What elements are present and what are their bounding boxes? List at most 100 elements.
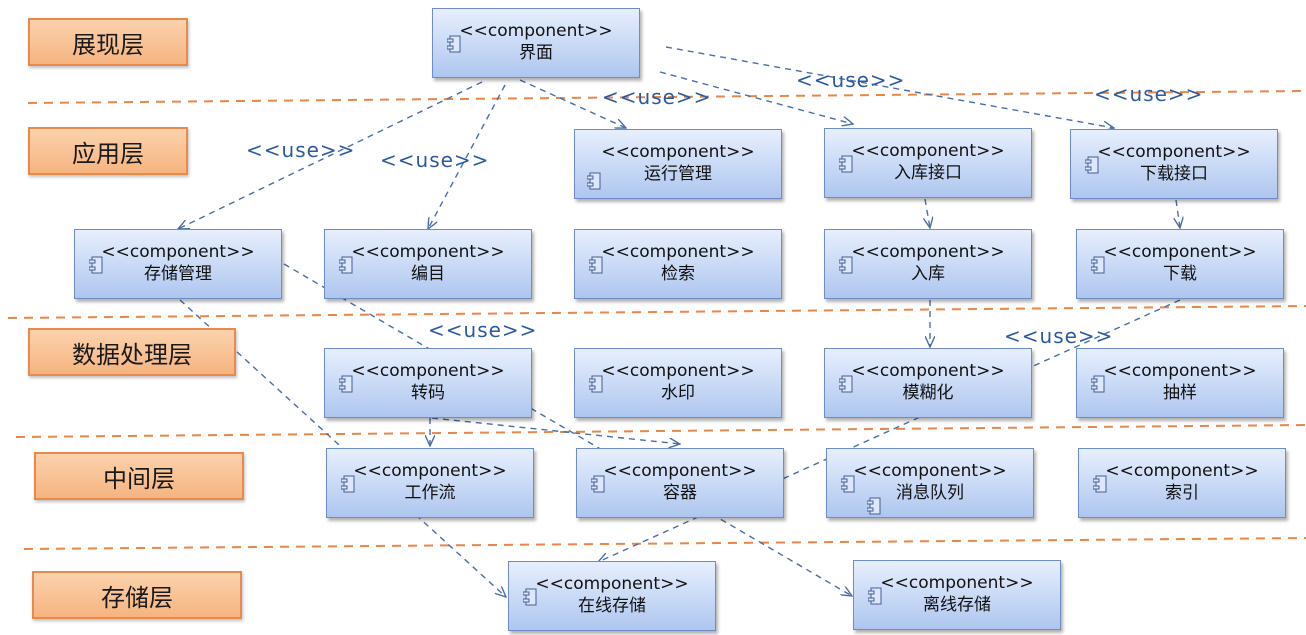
- component-stereotype: <<component>>: [603, 461, 757, 481]
- component-stereotype: <<component>>: [851, 141, 1005, 161]
- component-stereotype: <<component>>: [535, 574, 689, 594]
- layer-separator: [27, 90, 1306, 104]
- component-icon: [1093, 475, 1107, 493]
- component-name: 存储管理: [144, 264, 212, 284]
- component-name: 编目: [411, 264, 445, 284]
- use-label: <<use>>: [246, 138, 356, 162]
- component-stereotype: <<component>>: [601, 361, 755, 381]
- component-stereotype: <<component>>: [1103, 361, 1257, 381]
- component-name: 转码: [411, 383, 445, 403]
- layer-separator: [23, 537, 1306, 550]
- layer-separator: [15, 424, 1306, 438]
- component-icon: [839, 375, 853, 393]
- component-stereotype: <<component>>: [851, 361, 1005, 381]
- component-name: 入库: [911, 264, 945, 284]
- arrow-ui-to-inbound-api: [659, 71, 853, 124]
- component-ui: <<component>> 界面: [432, 8, 640, 78]
- component-download: <<component>> 下载: [1076, 229, 1284, 299]
- component-icon: [841, 475, 855, 493]
- component-message-queue: <<component>> 消息队列: [826, 448, 1034, 518]
- layer-label-presentation: 展现层: [28, 18, 188, 66]
- component-name: 水印: [661, 383, 695, 403]
- component-inbound-api: <<component>> 入库接口: [824, 128, 1032, 198]
- component-container: <<component>> 容器: [576, 448, 784, 518]
- component-catalog: <<component>> 编目: [324, 229, 532, 299]
- arrow-transcode-to-container: [431, 417, 680, 444]
- arrow-ui-to-download-api: [665, 46, 1114, 128]
- arrow-ui-to-storage-mgmt: [178, 81, 483, 229]
- component-icon: [1085, 156, 1099, 174]
- use-label: <<use>>: [380, 148, 490, 172]
- component-search: <<component>> 检索: [574, 229, 782, 299]
- component-watermark: <<component>> 水印: [574, 348, 782, 418]
- component-stereotype: <<component>>: [601, 142, 755, 162]
- component-icon: [839, 155, 853, 173]
- component-stereotype: <<component>>: [351, 361, 505, 381]
- component-stereotype: <<component>>: [353, 461, 507, 481]
- use-label: <<use>>: [1004, 324, 1114, 348]
- component-icon: [339, 375, 353, 393]
- layer-label-application: 应用层: [28, 127, 188, 175]
- arrow-download-api-to-download: [1176, 199, 1180, 228]
- component-icon: [523, 588, 537, 606]
- component-icon: [867, 497, 881, 515]
- component-stereotype: <<component>>: [1097, 142, 1251, 162]
- use-label: <<use>>: [602, 85, 712, 109]
- component-icon: [589, 256, 603, 274]
- component-name: 消息队列: [896, 483, 964, 503]
- arrow-inbound-api-to-inbound: [925, 198, 930, 228]
- component-name: 下载: [1163, 264, 1197, 284]
- component-icon: [89, 256, 103, 274]
- layer-label-storage: 存储层: [32, 571, 242, 619]
- use-label: <<use>>: [428, 318, 538, 342]
- component-index: <<component>> 索引: [1078, 448, 1286, 518]
- component-icon: [589, 375, 603, 393]
- component-storage-mgmt: <<component>> 存储管理: [74, 229, 282, 299]
- component-stereotype: <<component>>: [1103, 242, 1257, 262]
- component-name: 容器: [663, 483, 697, 503]
- component-name: 在线存储: [578, 596, 646, 616]
- component-stereotype: <<component>>: [853, 461, 1007, 481]
- layer-separator: [7, 305, 1306, 319]
- component-name: 工作流: [404, 483, 456, 503]
- component-icon: [1091, 375, 1105, 393]
- component-name: 模糊化: [902, 383, 954, 403]
- component-stereotype: <<component>>: [601, 242, 755, 262]
- arrow-ui-to-run-mgmt: [519, 79, 626, 128]
- component-icon: [341, 475, 355, 493]
- component-icon: [447, 35, 461, 53]
- component-offline-storage: <<component>> 离线存储: [853, 560, 1061, 630]
- component-name: 抽样: [1163, 383, 1197, 403]
- component-name: 下载接口: [1140, 164, 1208, 184]
- component-name: 运行管理: [644, 164, 712, 184]
- component-stereotype: <<component>>: [1105, 461, 1259, 481]
- component-icon: [868, 587, 882, 605]
- component-stereotype: <<component>>: [459, 21, 613, 41]
- component-stereotype: <<component>>: [851, 242, 1005, 262]
- component-icon: [591, 475, 605, 493]
- component-name: 入库接口: [894, 163, 962, 183]
- arrow-download-to-online-storage: [598, 299, 1181, 562]
- component-inbound: <<component>> 入库: [824, 229, 1032, 299]
- component-icon: [839, 256, 853, 274]
- component-name: 界面: [519, 43, 553, 63]
- layer-label-middle: 中间层: [34, 452, 244, 500]
- component-workflow: <<component>> 工作流: [326, 448, 534, 518]
- component-stereotype: <<component>>: [880, 573, 1034, 593]
- component-blur: <<component>> 模糊化: [824, 348, 1032, 418]
- component-online-storage: <<component>> 在线存储: [508, 561, 716, 631]
- component-icon: [587, 172, 601, 190]
- arrow-ui-to-catalog: [428, 84, 506, 229]
- component-name: 检索: [661, 264, 695, 284]
- component-sampling: <<component>> 抽样: [1076, 348, 1284, 418]
- layer-label-data-processing: 数据处理层: [28, 328, 236, 376]
- component-icon: [339, 256, 353, 274]
- component-icon: [1091, 256, 1105, 274]
- component-download-api: <<component>> 下载接口: [1070, 129, 1278, 199]
- component-run-mgmt: <<component>> 运行管理: [574, 129, 782, 199]
- component-stereotype: <<component>>: [351, 242, 505, 262]
- use-label: <<use>>: [796, 68, 906, 92]
- use-label: <<use>>: [1094, 82, 1204, 106]
